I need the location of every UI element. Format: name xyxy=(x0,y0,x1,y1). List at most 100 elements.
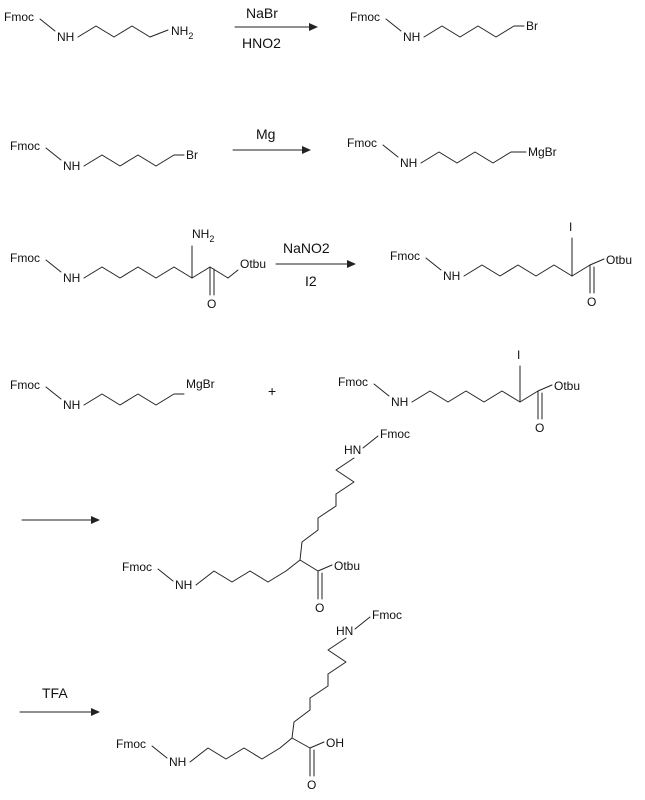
lysine-chain xyxy=(463,264,591,277)
bond xyxy=(537,384,553,392)
r4-pr-hn-label: HN xyxy=(344,443,361,457)
r4-pr-nh-label: NH xyxy=(175,578,192,592)
r1-reagent-bottom: HNO2 xyxy=(242,35,281,51)
arrowhead xyxy=(302,146,311,154)
r5-pr-nh-label: NH xyxy=(169,755,186,769)
r3-sm-o-label: O xyxy=(207,297,216,311)
r4-b-o-label: O xyxy=(535,421,544,435)
reaction-4: Fmoc NH MgBr + Fmoc NH I Otbu O HN xyxy=(10,348,580,615)
r4-a-nh-label: NH xyxy=(63,398,80,412)
r1-reagent-top: NaBr xyxy=(246,5,278,21)
r4-a-mgbr-label: MgBr xyxy=(186,377,215,391)
bond xyxy=(373,383,390,397)
bond xyxy=(45,386,62,400)
r3-starting-material: Fmoc NH NH2 Otbu O xyxy=(10,227,266,311)
arrowhead xyxy=(91,708,100,716)
arrowhead xyxy=(309,23,318,31)
r4-pr-otbu-label: Otbu xyxy=(334,559,360,573)
r1-sm-nh2-subscript: 2 xyxy=(188,31,193,41)
r5-pr-oh-label: OH xyxy=(326,736,344,750)
bond xyxy=(354,616,371,630)
bond xyxy=(227,269,239,279)
r1-sm-nh2-label: NH xyxy=(171,24,188,38)
r1-starting-material: Fmoc NH NH2 xyxy=(4,10,193,44)
r4-reactant-b: Fmoc NH I Otbu O xyxy=(338,348,580,435)
bond xyxy=(39,18,56,32)
r4-product: HN Fmoc Fmoc NH Otbu O xyxy=(122,427,410,615)
butyl-chain xyxy=(83,393,185,406)
r3-pr-otbu-label: Otbu xyxy=(606,253,632,267)
main-chain xyxy=(195,559,319,586)
r1-sm-nh-label: NH xyxy=(57,30,74,44)
r2-sm-br-label: Br xyxy=(186,148,198,162)
bond xyxy=(382,144,399,158)
r1-pr-fmoc-label: Fmoc xyxy=(350,10,380,24)
r1-product: Fmoc NH Br xyxy=(350,10,538,44)
r3-reagent-bottom: I2 xyxy=(305,273,317,289)
r1-pr-nh-label: NH xyxy=(403,30,420,44)
r3-pr-o-label: O xyxy=(587,295,596,309)
r2-starting-material: Fmoc NH Br xyxy=(10,139,198,173)
r4-a-fmoc-label: Fmoc xyxy=(10,378,40,392)
r4-plus-sign: + xyxy=(268,383,276,399)
bond xyxy=(589,258,605,266)
r4-pr-fmoc-top-label: Fmoc xyxy=(380,427,410,441)
r3-pr-nh-label: NH xyxy=(443,269,460,283)
r2-pr-nh-label: NH xyxy=(400,156,417,170)
r4-reactant-a: Fmoc NH MgBr xyxy=(10,377,215,412)
r3-sm-nh-label: NH xyxy=(63,271,80,285)
lysine-chain xyxy=(83,266,211,279)
bond xyxy=(209,266,229,279)
r5-product: HN Fmoc Fmoc NH OH O xyxy=(116,608,402,792)
pentyl-branch xyxy=(299,457,355,561)
r5-pr-fmoc-label: Fmoc xyxy=(116,737,146,751)
r2-sm-fmoc-label: Fmoc xyxy=(10,139,40,153)
bond xyxy=(45,259,62,273)
bond xyxy=(362,435,379,449)
bond xyxy=(385,18,402,32)
r4-b-i-label: I xyxy=(517,348,520,362)
r2-reagent-top: Mg xyxy=(256,126,275,142)
r3-sm-nh2-subscript: 2 xyxy=(209,234,214,244)
r1-sm-fmoc-label: Fmoc xyxy=(4,10,34,24)
r3-sm-fmoc-label: Fmoc xyxy=(10,251,40,265)
bond xyxy=(45,147,62,161)
r4-b-nh-label: NH xyxy=(391,395,408,409)
r2-sm-nh-label: NH xyxy=(63,159,80,173)
r3-sm-nh2-label: NH xyxy=(192,227,209,241)
r3-pr-i-label: I xyxy=(569,220,572,234)
reaction-2: Fmoc NH Br Mg Fmoc NH MgBr xyxy=(10,126,557,173)
r2-pr-fmoc-label: Fmoc xyxy=(347,136,377,150)
r4-b-fmoc-label: Fmoc xyxy=(338,375,368,389)
reaction-1: Fmoc NH NH2 NaBr HNO2 Fmoc NH Br xyxy=(4,5,538,51)
svg-text:NH2: NH2 xyxy=(192,227,214,244)
reaction-5: TFA HN Fmoc Fmoc NH OH O xyxy=(19,608,402,792)
r4-pr-o-label: O xyxy=(315,601,324,615)
butyl-chain xyxy=(83,154,185,167)
pentyl-branch xyxy=(291,637,347,739)
r1-reaction-arrow: NaBr HNO2 xyxy=(234,5,318,51)
r4-reaction-arrow xyxy=(21,516,100,524)
lysine-chain xyxy=(411,390,539,403)
r5-pr-o-label: O xyxy=(307,778,316,792)
r5-pr-hn-label: HN xyxy=(336,624,353,638)
r4-pr-fmoc-label: Fmoc xyxy=(122,560,152,574)
r5-reagent-top: TFA xyxy=(42,685,68,701)
r5-reaction-arrow: TFA xyxy=(19,685,100,716)
reaction-3: Fmoc NH NH2 Otbu O NaNO2 I2 Fmoc NH I xyxy=(10,220,632,311)
r2-reaction-arrow: Mg xyxy=(232,126,311,154)
butyl-chain xyxy=(423,25,525,38)
r5-pr-fmoc-top-label: Fmoc xyxy=(372,608,402,622)
r2-product: Fmoc NH MgBr xyxy=(347,136,557,170)
r1-pr-br-label: Br xyxy=(526,19,538,33)
bond xyxy=(151,745,168,759)
butyl-chain xyxy=(77,25,169,38)
svg-text:NH2: NH2 xyxy=(171,24,193,41)
bond xyxy=(157,568,174,582)
bond xyxy=(317,564,333,572)
bond xyxy=(425,257,442,271)
arrowhead xyxy=(91,516,100,524)
bond xyxy=(309,741,325,749)
r4-b-otbu-label: Otbu xyxy=(554,379,580,393)
